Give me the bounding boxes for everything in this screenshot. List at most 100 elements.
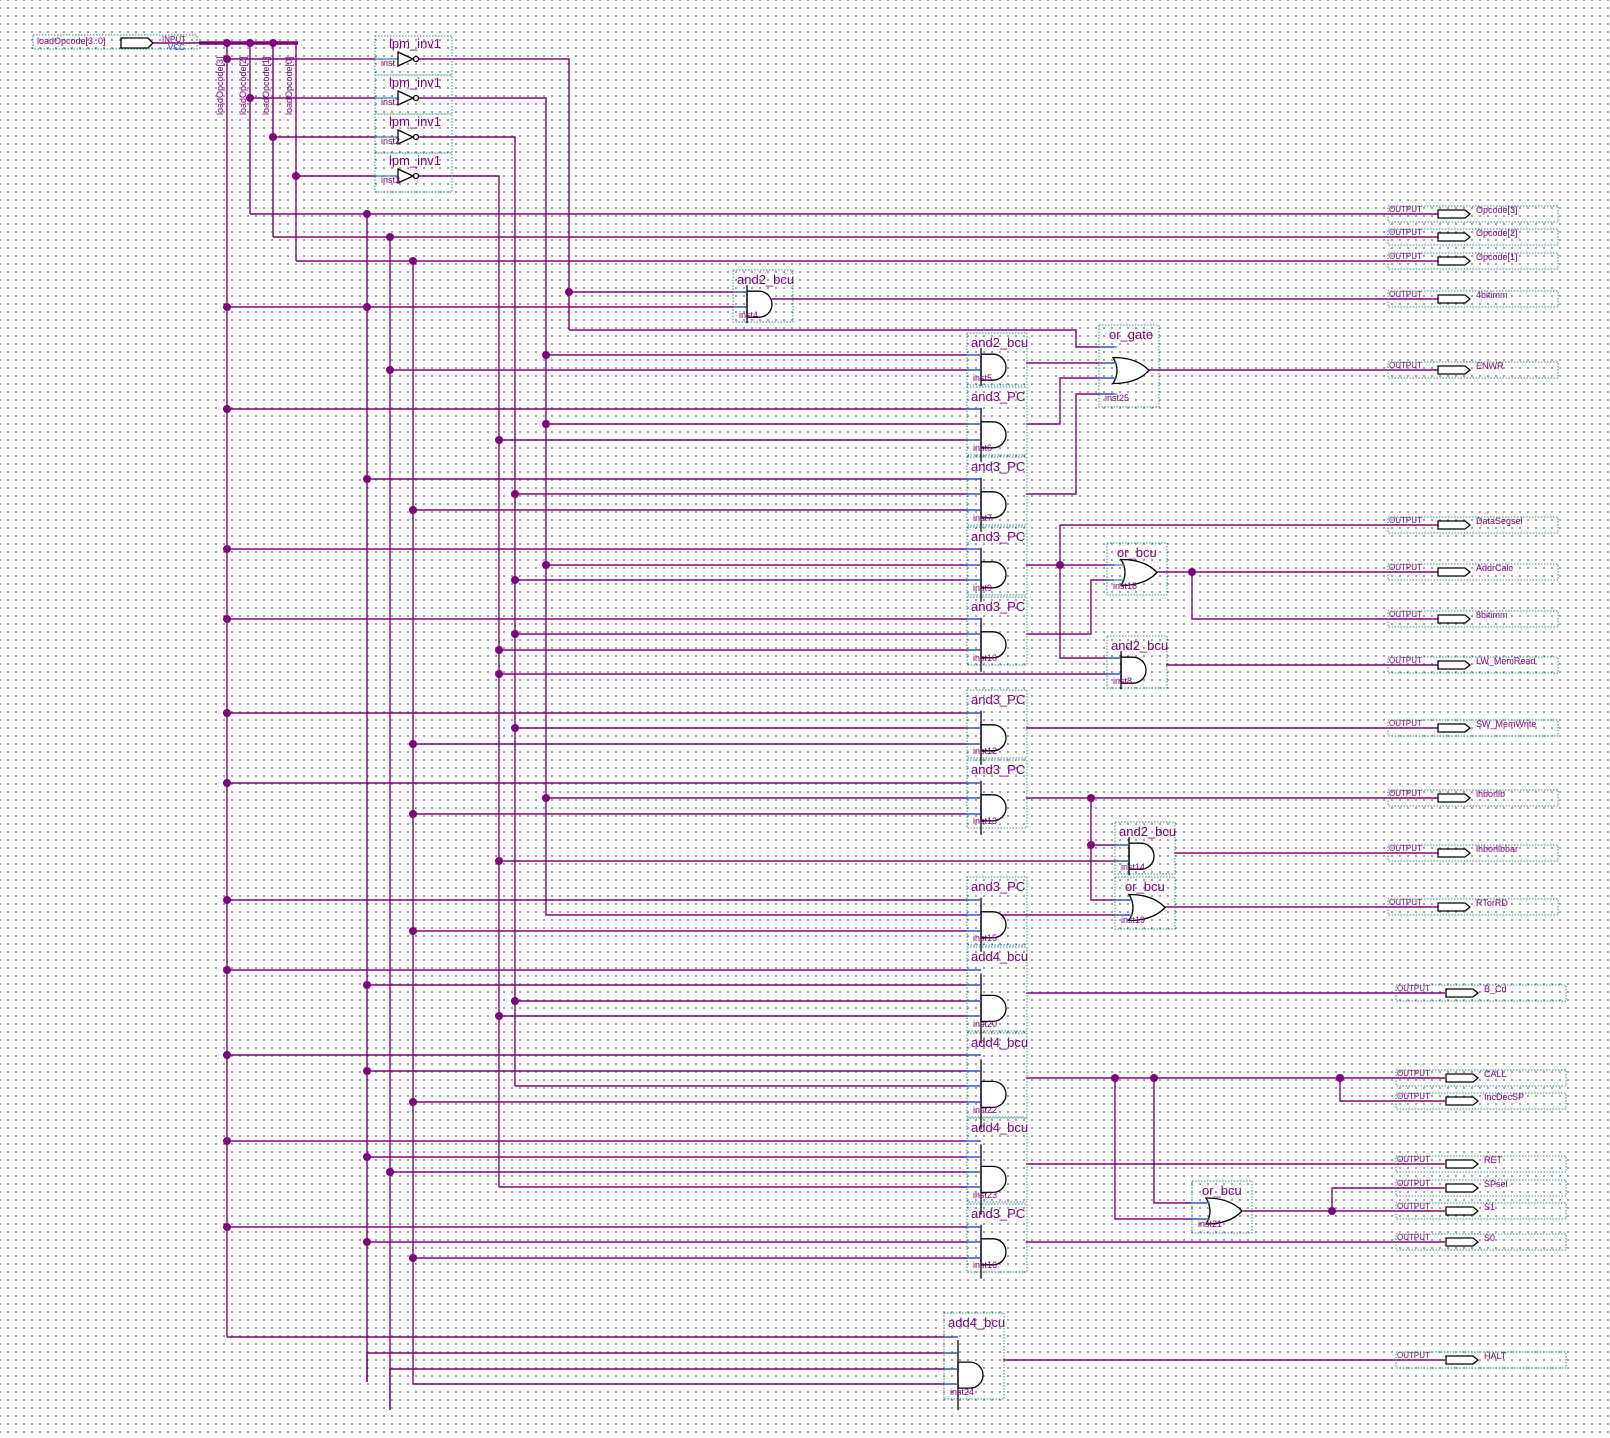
parts-layer [32,34,1567,1411]
junction-dot [223,1051,231,1059]
output-pin-name-IncDecSP: IncDecSP [1484,1092,1524,1102]
junction-dot [363,303,371,311]
output-pin-name-AddrCalc: AddrCalc [1476,563,1514,573]
junction-dot [495,857,503,865]
output-pin-symbol [1445,1159,1480,1169]
output-pin-box[interactable] [1387,898,1559,916]
inverter-box[interactable] [374,152,453,193]
and-gate-icon [1120,656,1147,684]
gate-type: add4_bcu [948,1315,1005,1330]
and-gate-icon [980,911,1007,939]
output-pin-name-lhborllb: lhborllb [1476,789,1505,799]
gate-box-inst23[interactable] [966,1117,1028,1203]
gate-box-inst20[interactable] [966,946,1028,1032]
output-pin-symbol [1437,793,1472,803]
and-gate-icon [980,794,1007,822]
output-pin-box[interactable] [1395,984,1567,1002]
output-pin-symbol [1437,567,1472,577]
output-pin-symbol [1437,723,1472,733]
gate-inst: inst21 [1198,1219,1222,1229]
inverter-box[interactable] [374,74,453,115]
inverter-box[interactable] [374,113,453,154]
junction-dot [542,420,550,428]
output-pin-box[interactable] [1387,789,1559,807]
output-pin-tag: OUTPUT [1397,1202,1430,1211]
inverter-inst: inst3 [381,175,400,185]
gate-inst: inst20 [973,1019,997,1029]
gate-type: and3_PC [971,762,1025,777]
gate-box-inst10[interactable] [966,596,1028,666]
gate-box-inst18[interactable] [1106,542,1168,596]
output-pin-symbol [1437,660,1472,670]
junction-dot [542,351,550,359]
inverter-type: lpm_inv1 [389,153,441,168]
output-pin-box[interactable] [1387,719,1559,737]
output-pin-box[interactable] [1387,228,1559,246]
gate-box-inst19[interactable] [1114,876,1176,930]
gate-box-inst14[interactable] [1114,821,1176,875]
or-gate-icon [1204,1197,1243,1225]
gate-box-inst15[interactable] [966,876,1028,946]
bus-tap-label: loadOpcode[1] [261,56,271,115]
output-pin-name-Opcode[2]: Opcode[2] [1476,228,1518,238]
gate-box-inst13[interactable] [966,759,1028,829]
gate-box-inst21[interactable] [1191,1180,1253,1234]
gate-box-inst12[interactable] [966,689,1028,759]
junction-dot [511,630,519,638]
output-pin-box[interactable] [1395,1351,1567,1369]
output-pin-box[interactable] [1395,1202,1567,1220]
gate-box-inst6[interactable] [966,386,1028,456]
output-pin-name-LW_MemRead: LW_MemRead [1476,656,1535,666]
output-pin-symbol [1437,365,1472,375]
gate-type: and2_bcu [1119,824,1176,839]
output-pin-box[interactable] [1395,1069,1567,1087]
and-gate-icon [957,1361,984,1389]
output-pin-symbol [1437,520,1472,530]
output-pin-box[interactable] [1387,516,1559,534]
inverter-inst: inst1 [381,97,400,107]
gate-inst: inst12 [973,746,997,756]
wire [1153,1078,1207,1204]
inverter-box[interactable] [374,35,453,76]
wire [419,97,547,913]
output-pin-box[interactable] [1395,1179,1567,1197]
output-pin-tag: OUTPUT [1397,1351,1430,1360]
and-gate-icon [1128,842,1155,870]
gate-type: add4_bcu [971,1035,1028,1050]
output-pin-box[interactable] [1395,1155,1567,1173]
junction-dot [223,303,231,311]
gate-box-inst16[interactable] [966,1203,1028,1273]
gate-box-inst4[interactable] [732,269,794,323]
output-pin-box[interactable] [1387,290,1559,308]
junction-dot [363,981,371,989]
gate-box-inst9[interactable] [966,526,1028,596]
output-pin-box[interactable] [1387,563,1559,581]
output-pin-tag: OUTPUT [1397,1092,1430,1101]
gate-box-inst25[interactable] [1098,324,1160,408]
junction-dot [409,927,417,935]
output-pin-box[interactable] [1387,205,1559,223]
gate-box-inst5[interactable] [966,332,1028,386]
gate-box-inst8[interactable] [1106,635,1168,689]
output-pin-tag: OUTPUT [1389,252,1422,261]
junction-dot [223,1137,231,1145]
gate-box-inst24[interactable] [943,1312,1005,1400]
output-pin-box[interactable] [1387,656,1559,674]
junction-dot [223,1223,231,1231]
inverter-icon [397,167,415,185]
output-pin-box[interactable] [1387,252,1559,270]
wire [389,1368,958,1410]
junction-dot [223,545,231,553]
and-gate-icon [980,1238,1007,1266]
output-pin-box[interactable] [1395,1092,1567,1110]
output-pin-name-8bitimm: 8bitimm [1476,610,1508,620]
and-gate-icon [980,561,1007,589]
gate-box-inst22[interactable] [966,1032,1028,1118]
input-pin-symbol[interactable] [120,37,154,49]
output-pin-box[interactable] [1395,1233,1567,1251]
output-pin-box[interactable] [1387,844,1559,862]
output-pin-box[interactable] [1387,361,1559,379]
gate-box-inst7[interactable] [966,456,1028,526]
output-pin-box[interactable] [1387,610,1559,628]
